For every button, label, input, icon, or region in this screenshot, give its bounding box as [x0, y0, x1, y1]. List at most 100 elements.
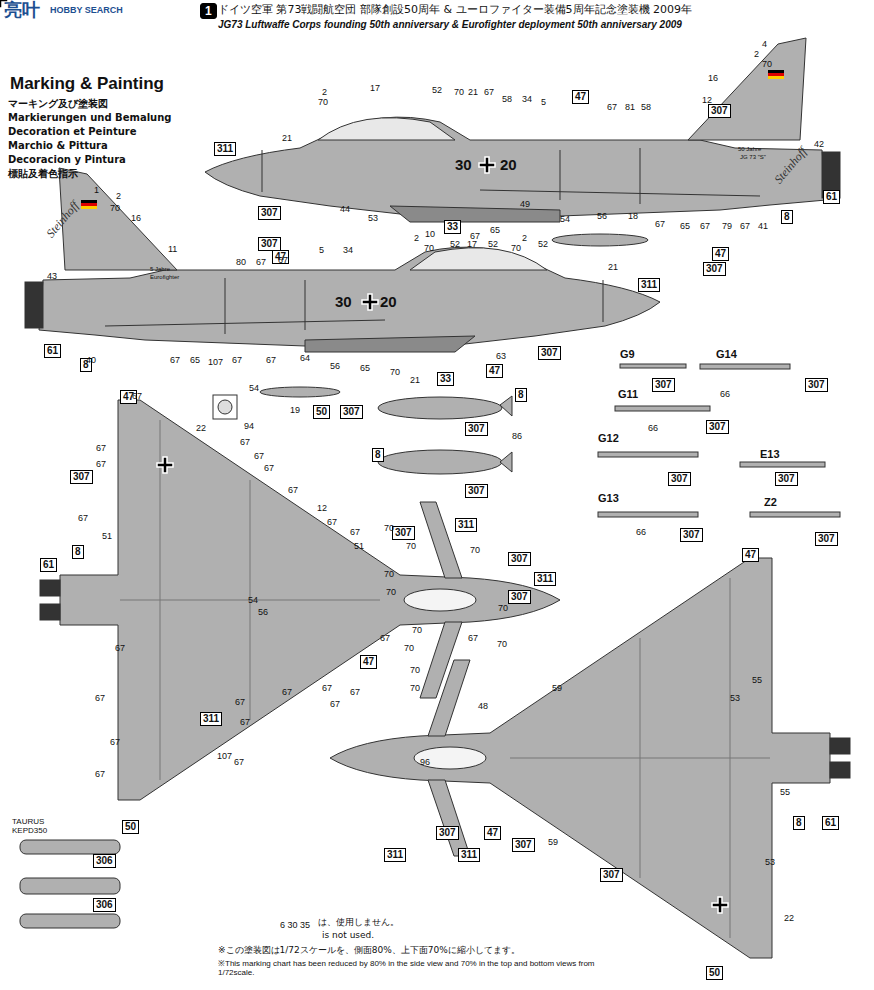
callout-number: 43 — [47, 272, 57, 282]
color-callout: 61 — [40, 558, 57, 572]
store-label: G9 — [620, 348, 635, 360]
aircraft-code: 20 — [380, 294, 397, 311]
callout-number: 2 — [116, 192, 121, 202]
callout-text: 311 — [461, 849, 477, 860]
color-callout: 47 — [360, 655, 377, 669]
callout-number: 67 — [232, 356, 242, 366]
callout-text: 307 — [395, 527, 412, 538]
color-callout: 307 — [436, 826, 459, 840]
callout-text: 8 — [796, 817, 802, 828]
color-callout: 307 — [680, 528, 703, 542]
color-callout: 311 — [458, 848, 480, 862]
store-label: G13 — [598, 492, 619, 504]
note-text: ※This marking chart has been reduced by … — [218, 960, 598, 978]
callout-number: 52 — [432, 86, 442, 96]
callout-text: 47 — [489, 365, 500, 376]
callout-number: 65 — [490, 226, 500, 236]
callout-number: 94 — [244, 422, 254, 432]
callout-number: 49 — [520, 200, 530, 210]
callout-number: 12 — [702, 96, 712, 106]
callout-text: 307 — [468, 423, 485, 434]
aircraft-code: 20 — [500, 157, 517, 174]
callout-text: 47 — [575, 91, 586, 102]
store-label: G11 — [618, 388, 638, 400]
callout-number: 67 — [95, 694, 105, 704]
callout-number: 64 — [300, 354, 310, 364]
callout-text: 311 — [217, 143, 233, 154]
callout-text: 311 — [537, 573, 553, 584]
callout-number: 67 — [234, 758, 244, 768]
color-callout: 307 — [508, 590, 531, 604]
color-callout: 47 — [484, 826, 501, 840]
color-callout: 307 — [652, 378, 675, 392]
color-callout: 307 — [258, 206, 281, 220]
color-callout: 50 — [313, 405, 330, 419]
callout-number: 70 — [318, 98, 328, 108]
aircraft-code: 30 — [335, 294, 352, 311]
callout-text: 307 — [603, 869, 620, 880]
callout-number: 67 — [484, 88, 494, 98]
callout-number: 21 — [608, 263, 618, 273]
callout-number: 2 — [522, 234, 527, 244]
color-callout: 307 — [708, 104, 731, 118]
callout-number: 16 — [708, 74, 718, 84]
color-callout: 307 — [258, 237, 281, 251]
callout-text: 307 — [515, 839, 532, 850]
callout-number: 70 — [384, 524, 394, 534]
callout-text: 307 — [709, 421, 726, 432]
callout-number: 67 — [240, 438, 250, 448]
color-callout: 307 — [70, 470, 93, 484]
color-callout: 307 — [392, 526, 415, 540]
header-text: ドイツ空軍 第73戦闘航空団 部隊創設50周年 & ユーロファイター装備5周年記… — [218, 4, 692, 16]
callout-number: 56 — [330, 362, 340, 372]
callout-number: 51 — [354, 542, 364, 552]
callout-text: 307 — [711, 105, 728, 116]
callout-number: 4 — [762, 40, 767, 50]
callout-number: 70 — [762, 60, 772, 70]
callout-number: 70 — [390, 368, 400, 378]
callout-text: 47 — [363, 656, 374, 667]
callout-number: 86 — [512, 432, 522, 442]
color-callout: 307 — [512, 838, 535, 852]
callout-number: 41 — [758, 222, 768, 232]
callout-number: 54 — [248, 596, 258, 606]
callout-text: 47 — [745, 549, 756, 560]
callout-text: 33 — [447, 221, 458, 232]
callout-number: 65 — [190, 356, 200, 366]
callout-number: 66 — [648, 424, 658, 434]
callout-number: 70 — [470, 546, 480, 556]
fin-inscription: Eurofighter — [150, 274, 179, 281]
callout-number: 70 — [406, 542, 416, 552]
callout-number: 59 — [552, 684, 562, 694]
callout-number: 1 — [94, 186, 99, 196]
chart-title: Marking & Painting — [10, 74, 164, 94]
color-callout: 311 — [455, 518, 477, 532]
callout-number: 19 — [290, 406, 300, 416]
callout-number: 70 — [410, 684, 420, 694]
callout-number: 17 — [467, 240, 477, 250]
callout-number: 22 — [196, 424, 206, 434]
watermark: HOBBY SEARCH — [50, 6, 123, 16]
callout-number: 70 — [386, 588, 396, 598]
callout-text: 33 — [440, 373, 451, 384]
callout-number: 56 — [258, 608, 268, 618]
callout-number: 11 — [168, 245, 177, 255]
callout-number: 67 — [266, 356, 276, 366]
color-callout: 61 — [822, 816, 839, 830]
callout-text: 311 — [641, 279, 657, 290]
callout-text: 50 — [316, 406, 327, 417]
store-label: E13 — [760, 448, 780, 460]
callout-number: 67 — [110, 738, 120, 748]
callout-number: 80 — [236, 258, 246, 268]
callout-number: 81 — [625, 103, 635, 113]
language-heading: 標貼及着色指示 — [8, 168, 78, 179]
callout-number: 67 — [288, 486, 298, 496]
color-callout: 311 — [200, 712, 222, 726]
callout-text: 61 — [825, 817, 836, 828]
color-callout: 307 — [465, 484, 488, 498]
callout-number: 79 — [722, 222, 732, 232]
callout-number: 34 — [522, 95, 532, 105]
callout-text: 8 — [784, 211, 790, 222]
callout-text: 307 — [73, 471, 90, 482]
store-label: G14 — [716, 348, 737, 360]
